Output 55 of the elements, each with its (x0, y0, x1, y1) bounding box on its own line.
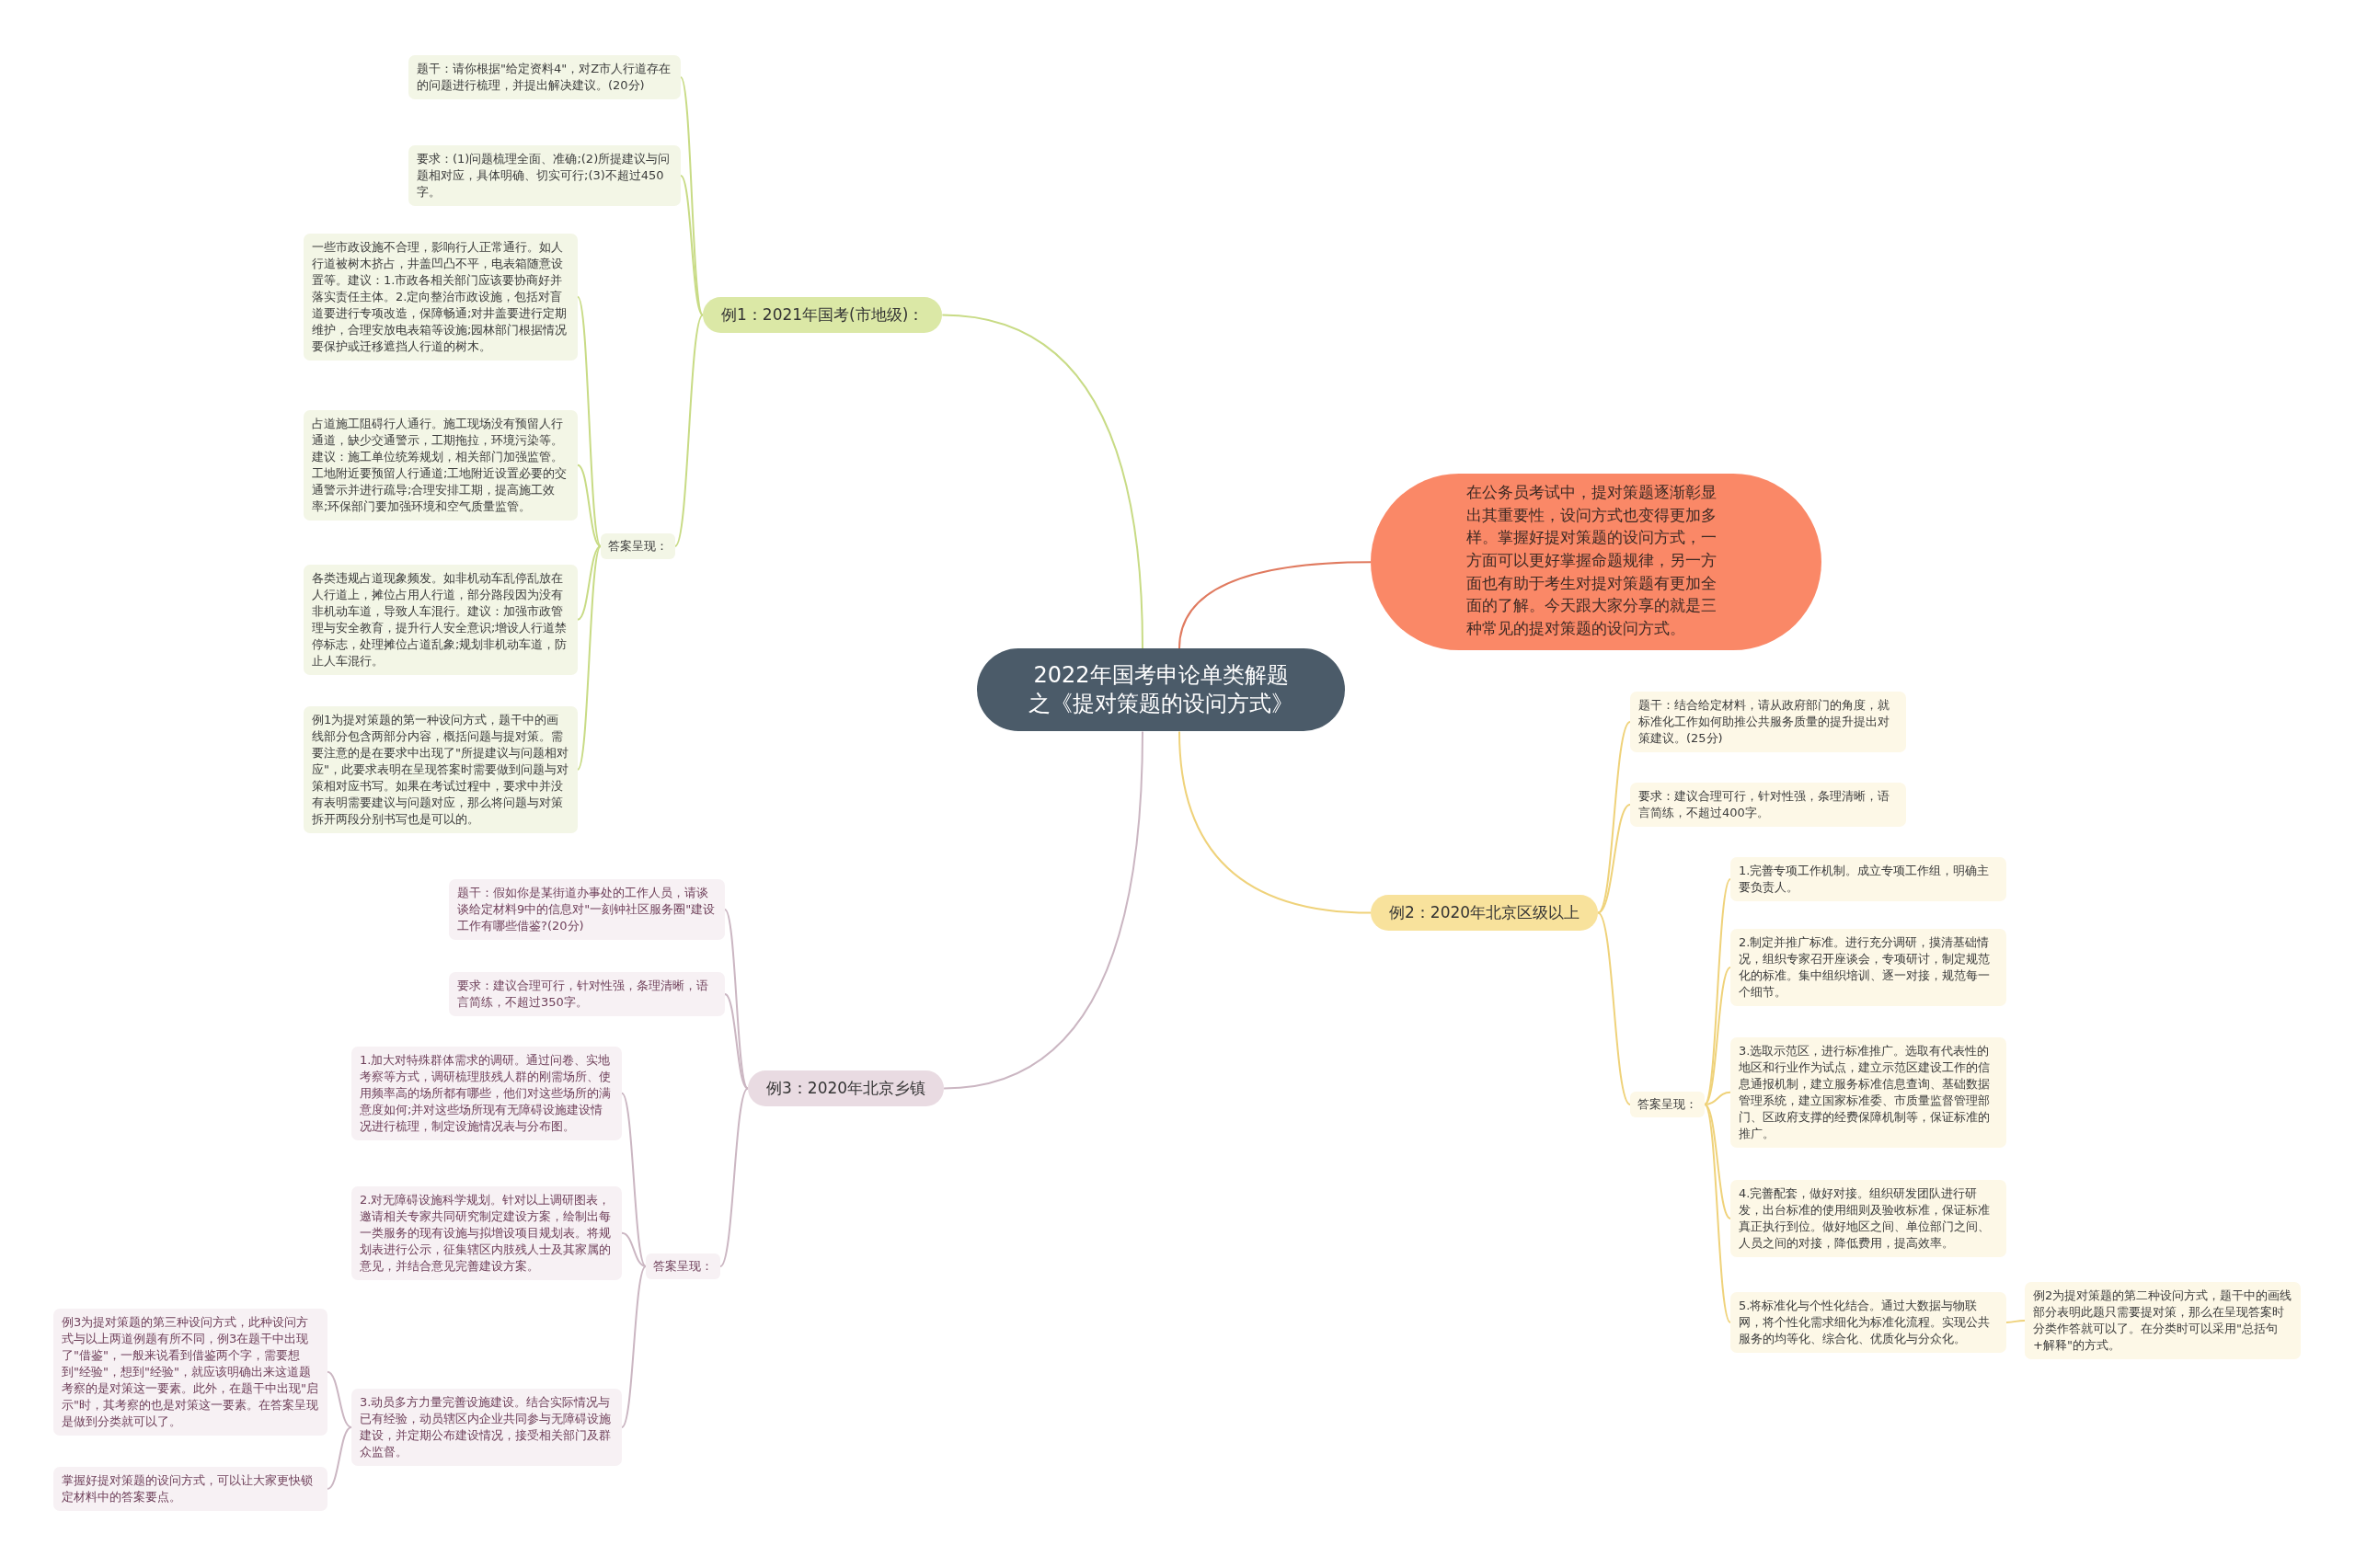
branch-topic: 例3：2020年北京乡镇 (748, 1070, 945, 1106)
connector-line (1704, 966, 1731, 1105)
connector-line (621, 1265, 647, 1428)
note-card: 1.加大对特殊群体需求的调研。通过问卷、实地考察等方式，调研梳理肢残人群的刚需场所、使用频率高的场所都有哪些，他们对这些场所的满意度如何;并对这些场所现有无障碍设施建设情况进行梳理，制定设施情况表与分布图。 (351, 1047, 622, 1140)
connector-line (1704, 877, 1731, 1105)
connector-line (680, 174, 704, 316)
note-card: 例3为提对策题的第三种设问方式，此种设问方式与以上两道例题有所不同，例3在题干中出现了"借鉴"，一般来说看到借鉴两个字，需要想到"经验"，想到"经验"，就应该明确出来这道题考察的是对策这一要素。此外，在题干中出现"启示"时，其考察的也是对策这一要素。在答案呈现是做到分类就可以了。 (53, 1309, 327, 1436)
connector-line (724, 992, 749, 1090)
note-card: 题干：假如你是某街道办事处的工作人员，请谈谈给定材料9中的信息对"一刻钟社区服务圈"建设工作有哪些借鉴?(20分) (449, 879, 725, 940)
connector-line (1178, 561, 1372, 649)
connector-line (1704, 1091, 1731, 1105)
note-card: 例1为提对策题的第一种设问方式，题干中的画线部分包含两部分内容，概括问题与提对策。需要注意的是在要求中出现了"所提建议与问题相对应"，此要求表明在呈现答案时需要做到问题与对策相对应书写。如果在考试过程中，要求中并没有表明需要建议与问题对应，那么将问题与对策拆开两段分别书写也是可以的。 (304, 706, 578, 833)
connector-line (621, 1231, 647, 1267)
connector-line (724, 908, 749, 1090)
note-card: 5.将标准化与个性化结合。通过大数据与物联网，将个性化需求细化为标准化流程。实现公共服务的均等化、综合化、优质化与分众化。 (1730, 1292, 2006, 1353)
connector-line (1597, 911, 1631, 1105)
note-card: 2.制定并推广标准。进行充分调研，摸清基础情况，组织专家召开座谈会，专项研讨，制定规范化的标准。集中组织培训、逐一对接，规范每一个细节。 (1730, 929, 2006, 1006)
note-card: 掌握好提对策题的设问方式，可以让大家更快锁定材料中的答案要点。 (53, 1467, 327, 1511)
note-card: 2.对无障碍设施科学规划。针对以上调研图表，邀请相关专家共同研究制定建设方案，绘制出每一类服务的现有设施与拟增设项目规划表。将规划表进行公示，征集辖区内肢残人士及其家属的意见，并结合意见完善建设方案。 (351, 1186, 622, 1280)
connector-line (577, 464, 602, 547)
connector-line (1704, 1104, 1731, 1323)
note-card: 题干：请你根据"给定资料4"，对Z市人行道存在的问题进行梳理，并提出解决建议。(20分) (408, 55, 681, 99)
note-card: 一些市政设施不合理，影响行人正常通行。如人行道被树木挤占，井盖凹凸不平，电表箱随意设置等。建议：1.市政各相关部门应该要协商好并落实责任主体。2.定向整治市政设施，包括对盲道要进行专项改造，保障畅通;对井盖要进行定期维护，合理安放电表箱等设施;园林部门根据情况要保护或迁移遮挡人行道的树木。 (304, 234, 578, 361)
connector-line (1704, 1104, 1731, 1219)
note-card: 4.完善配套，做好对接。组织研发团队进行研发，出台标准的使用细则及验收标准，保证标准真正执行到位。做好地区之间、单位部门之间、人员之间的对接，降低费用，提高效率。 (1730, 1180, 2006, 1257)
branch-topic: 例1：2021年国考(市地级)： (703, 297, 943, 333)
connector-line (577, 545, 602, 621)
note-card: 1.完善专项工作机制。成立专项工作组，明确主要负责人。 (1730, 857, 2006, 901)
note-card: 各类违规占道现象频发。如非机动车乱停乱放在人行道上，摊位占用人行道，部分路段因为没有非机动车道，导致人车混行。建议：加强市政管理与安全教育，提升行人安全意识;增设人行道禁停标志，处理摊位占道乱象;规划非机动车道，防止人车混行。 (304, 565, 578, 675)
connector-line (941, 314, 1143, 649)
note-card: 要求：建议合理可行，针对性强，条理清晰，语言简练，不超过400字。 (1630, 783, 1906, 827)
connector-line (621, 1092, 647, 1267)
connector-line (577, 295, 602, 547)
note-card: 例2为提对策题的第二种设问方式，题干中的画线部分表明此题只需要提对策，那么在呈现答案时分类作答就可以了。在分类时可以采用"总括句+解释"的方式。 (2025, 1282, 2301, 1359)
summary-bubble: 在公务员考试中，提对策题逐渐彰显出其重要性，设问方式也变得更加多样。掌握好提对策题的设问方式，一方面可以更好掌握命题规律，另一方面也有助于考生对提对策题有更加全面的了解。今天跟大家分享的就是三种常见的提对策题的设问方式。 (1371, 474, 1821, 651)
note-card: 要求：(1)问题梳理全面、准确;(2)所提建议与问题相对应，具体明确、切实可行;(3)不超过450字。 (408, 145, 681, 206)
branch-topic: 例2：2020年北京区级以上 (1371, 895, 1599, 931)
subtopic-label: 答案呈现： (646, 1253, 720, 1279)
connector-line (1597, 803, 1631, 914)
connector-line (327, 1425, 352, 1490)
connector-line (577, 545, 602, 771)
connector-line (719, 1087, 749, 1267)
note-card: 占道施工阻碍行人通行。施工现场没有预留人行通道，缺少交通警示，工期拖拉，环境污染等。建议：施工单位统筹规划，相关部门加强监管。工地附近要预留人行通道;工地附近设置必要的交通警示并进行疏导;合理安排工期，提高施工效率;环保部门要加强环境和空气质量监管。 (304, 410, 578, 521)
note-card: 3.选取示范区，进行标准推广。选取有代表性的地区和行业作为试点，建立示范区建设工作的信息通报机制，建立服务标准信息查询、基础数据管理系统，建立国家标准委、市质量监督管理部门、区政府支撑的经费保障机制等，保证标准的推广。 (1730, 1037, 2006, 1148)
subtopic-label: 答案呈现： (1630, 1092, 1705, 1117)
note-card: 要求：建议合理可行，针对性强，条理清晰，语言简练，不超过350字。 (449, 972, 725, 1016)
central-topic: 2022年国考申论单类解题之《提对策题的设问方式》 (977, 648, 1345, 732)
connector-line (1178, 730, 1372, 914)
note-card: 题干：结合给定材料，请从政府部门的角度，就标准化工作如何助推公共服务质量的提升提出对策建议。(25分) (1630, 692, 1906, 752)
connector-line (674, 314, 704, 547)
connector-line (327, 1370, 352, 1428)
connector-line (2005, 1319, 2026, 1323)
note-card: 3.动员多方力量完善设施建设。结合实际情况与已有经验，动员辖区内企业共同参与无障碍设施建设，并定期公布建设情况，接受相关部门及群众监督。 (351, 1389, 622, 1466)
connector-line (943, 730, 1143, 1090)
subtopic-label: 答案呈现： (601, 533, 675, 559)
